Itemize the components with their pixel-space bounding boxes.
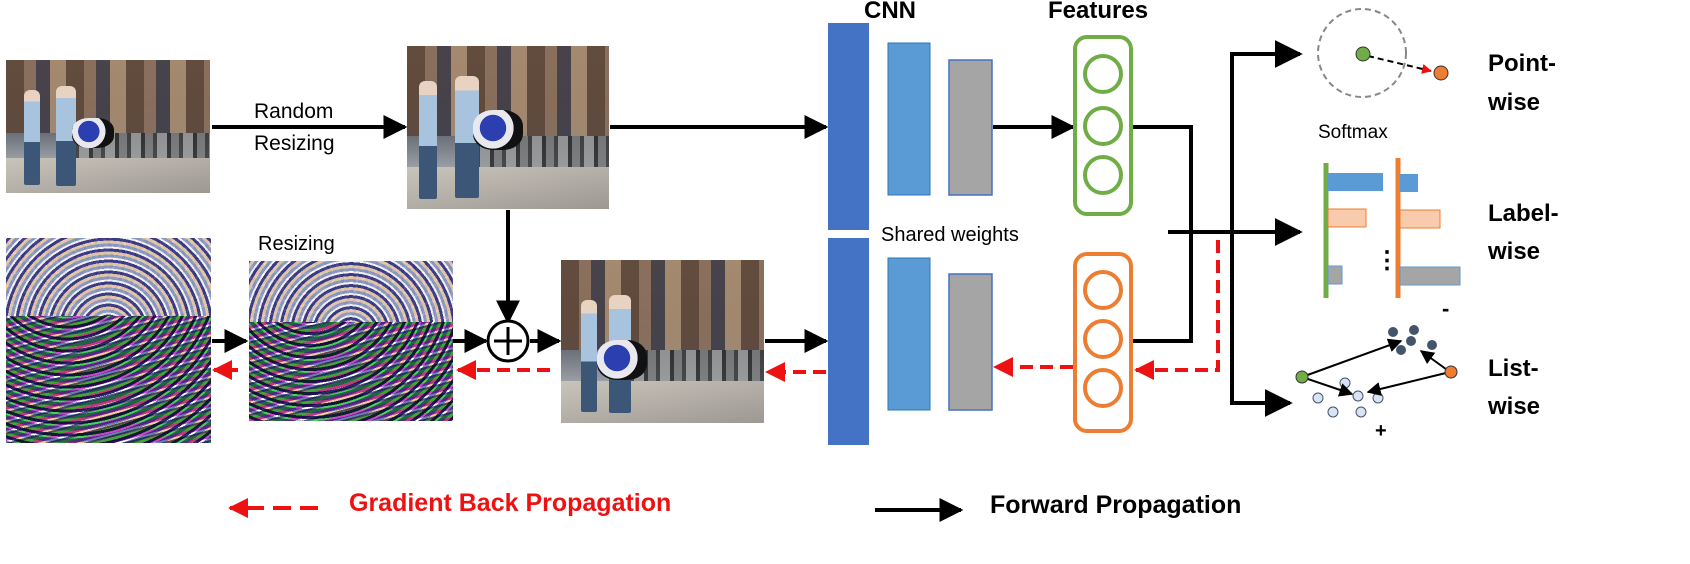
bar-orange-3 (1399, 266, 1461, 286)
bar-green-3 (1327, 265, 1343, 285)
listwise-light-1 (1312, 392, 1324, 404)
pointwise-orange-dot (1433, 65, 1449, 81)
feature-node-orange-3 (1083, 368, 1123, 408)
listwise-light-6 (1372, 392, 1384, 404)
cnn-layer-2-bottom (887, 257, 931, 411)
label-dots: ⋮ (1375, 247, 1399, 274)
adversarial-noise-resized (249, 261, 453, 421)
legend-forward-label: Forward Propagation (990, 491, 1242, 519)
label-cnn: CNN (864, 0, 916, 24)
label-listwise-2: wise (1488, 393, 1541, 420)
label-labelwise-2: wise (1488, 238, 1541, 265)
feature-node-orange-2 (1083, 319, 1123, 359)
bar-green-1 (1328, 173, 1383, 191)
resized-photo (407, 46, 609, 209)
cnn-layer-1-top (828, 23, 869, 230)
listwise-navy-4 (1427, 340, 1437, 350)
connector-orange (1133, 232, 1193, 343)
label-pointwise-1: Point- (1488, 50, 1556, 77)
pointwise-dash-arrow (1367, 55, 1432, 74)
legend-gradient-label: Gradient Back Propagation (349, 489, 672, 517)
listwise-orange-dot (1444, 365, 1458, 379)
adversarial-noise-original (6, 238, 211, 443)
listwise-navy-2 (1409, 325, 1419, 335)
pointwise-green-dot (1355, 46, 1371, 62)
pointwise-ring (1317, 8, 1407, 98)
cnn-layer-3-top (948, 59, 993, 196)
listwise-light-4 (1327, 406, 1339, 418)
listwise-arrow-2 (1301, 376, 1354, 397)
label-softmax: Softmax (1318, 122, 1388, 143)
bar-green-2 (1327, 208, 1367, 228)
listwise-green-dot (1295, 370, 1309, 384)
cnn-layer-2-top (887, 42, 931, 196)
listwise-navy-1 (1388, 327, 1398, 337)
perturbed-photo (561, 260, 764, 423)
input-photo-original (6, 60, 210, 193)
label-resizing-bottom: Resizing (258, 233, 335, 255)
listwise-arrow-3 (1419, 350, 1451, 373)
connector-green (1133, 125, 1193, 232)
listwise-navy-3 (1396, 345, 1406, 355)
listwise-light-5 (1355, 406, 1367, 418)
feature-node-green-3 (1083, 155, 1123, 195)
grad-arrow-5 (1134, 240, 1220, 380)
listwise-arrow-4 (1366, 371, 1451, 396)
cnn-layer-3-bottom (948, 273, 993, 411)
label-shared-weights: Shared weights (881, 224, 1019, 246)
listwise-light-2 (1339, 377, 1351, 389)
bar-orange-1 (1400, 174, 1418, 192)
label-random: Random (254, 100, 334, 123)
bar-orange-2 (1399, 209, 1441, 229)
listwise-navy-5 (1406, 336, 1416, 346)
label-listwise-1: List- (1488, 355, 1539, 382)
label-resizing-top: Resizing (254, 132, 335, 155)
cnn-layer-1-bottom (828, 238, 869, 445)
label-plus: + (1375, 420, 1387, 442)
feature-node-green-2 (1083, 106, 1123, 146)
label-labelwise-1: Label- (1488, 200, 1559, 227)
listwise-light-3 (1352, 390, 1364, 402)
listwise-arrow-1 (1301, 338, 1403, 378)
label-pointwise-2: wise (1488, 89, 1541, 116)
label-minus: - (1442, 296, 1450, 321)
feature-node-orange-1 (1083, 270, 1123, 310)
label-features: Features (1048, 0, 1149, 24)
feature-node-green-1 (1083, 54, 1123, 94)
